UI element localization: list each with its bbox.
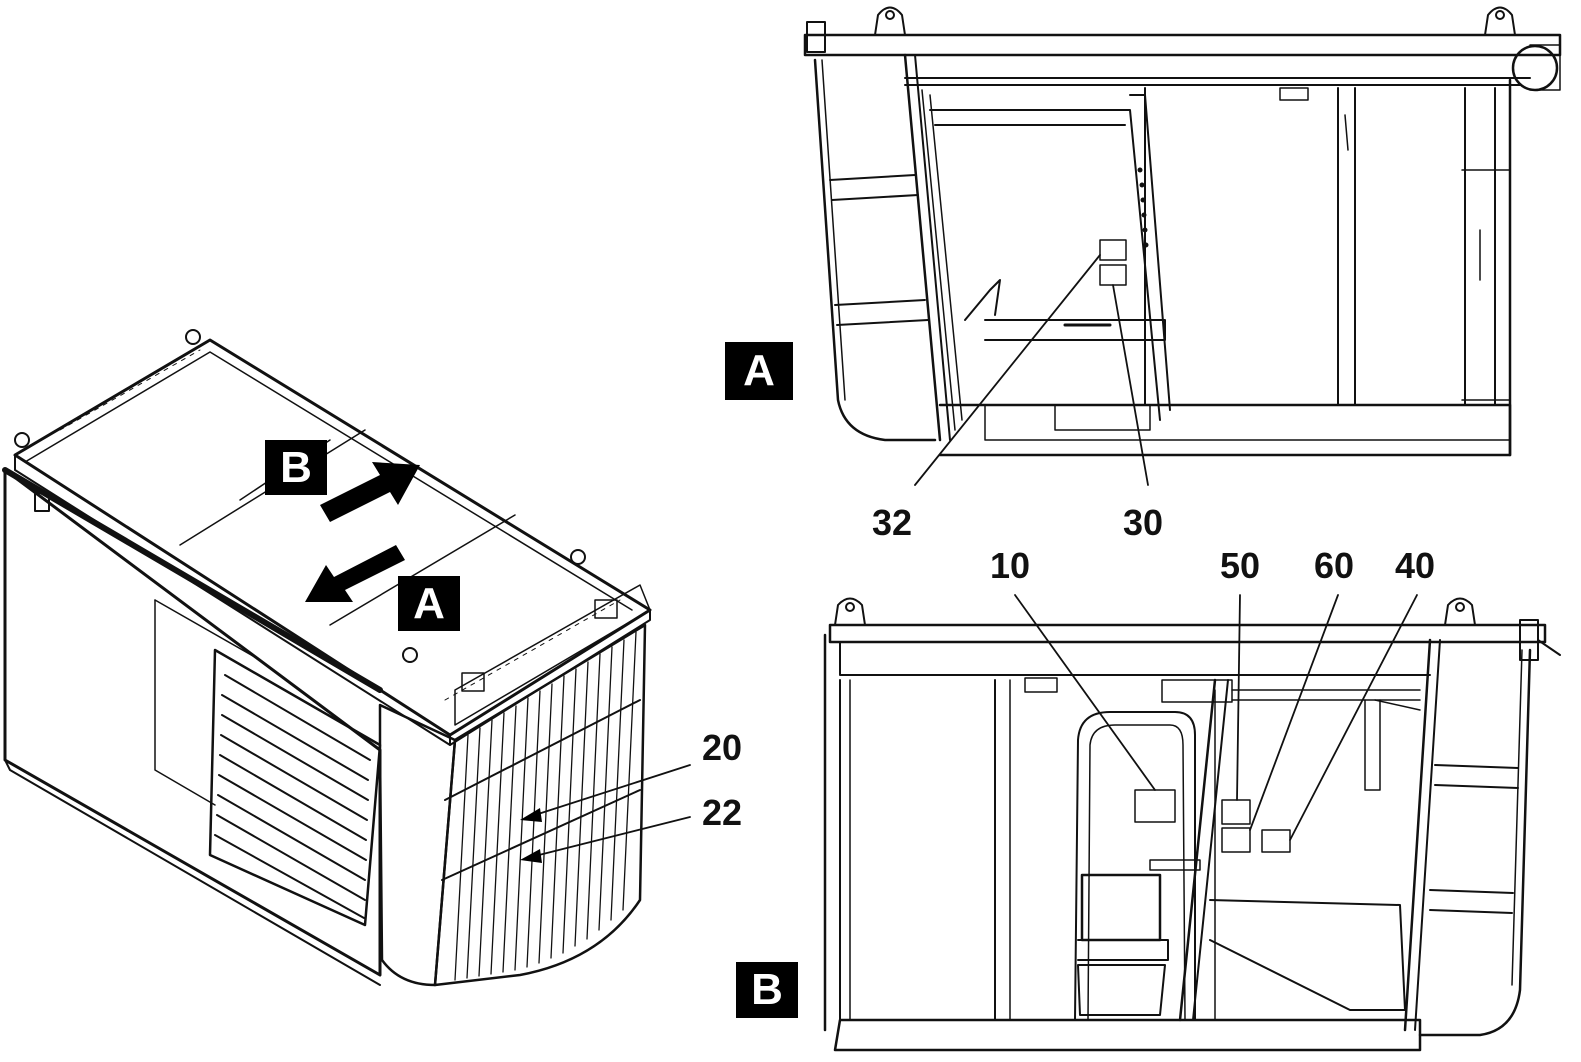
leader-22: [535, 817, 690, 856]
callout-22: 22: [702, 792, 743, 833]
cab-front-panel: [380, 705, 455, 985]
decal-50-box: [1222, 800, 1250, 824]
louvered-door: [210, 650, 380, 925]
view-arrow-b-icon: [320, 462, 420, 522]
lifting-eye-icon: [186, 330, 200, 344]
callout-32: 32: [872, 502, 913, 543]
lifting-eye-icon: [571, 550, 585, 564]
callout-10: 10: [990, 545, 1031, 586]
leader-22-arrowhead-icon: [520, 849, 542, 863]
leader-30: [1113, 285, 1148, 485]
decal-10-box: [1135, 790, 1175, 822]
leader-10: [1015, 595, 1155, 790]
leader-20-arrowhead-icon: [520, 808, 542, 822]
view-arrow-a-icon: [305, 545, 405, 602]
view-b-drawing: [825, 595, 1560, 1050]
decal-60-box: [1222, 828, 1250, 852]
callout-30: 30: [1123, 502, 1164, 543]
leader-32: [915, 255, 1100, 485]
leader-60: [1250, 595, 1338, 830]
decal-30-box: [1100, 265, 1126, 285]
leader-20: [535, 765, 690, 815]
lifting-eye-icon: [15, 433, 29, 447]
callout-40: 40: [1395, 545, 1436, 586]
cab-grille: [435, 625, 645, 985]
view-a-badge: A: [725, 342, 793, 400]
iso-view-b-badge: B: [265, 440, 327, 495]
callout-60: 60: [1314, 545, 1355, 586]
leader-50: [1237, 595, 1240, 800]
isometric-cab: [5, 330, 650, 985]
lifting-eye-icon: [403, 648, 417, 662]
view-b-badge: B: [736, 962, 798, 1018]
view-a-drawing: [805, 8, 1560, 486]
decal-32-box: [1100, 240, 1126, 260]
callout-20: 20: [702, 727, 743, 768]
decal-40-box: [1262, 830, 1290, 852]
iso-view-a-badge: A: [398, 576, 460, 631]
cab-left-wall: [5, 470, 380, 975]
callout-50: 50: [1220, 545, 1261, 586]
leader-40: [1290, 595, 1417, 840]
cab-roof: [15, 340, 650, 735]
